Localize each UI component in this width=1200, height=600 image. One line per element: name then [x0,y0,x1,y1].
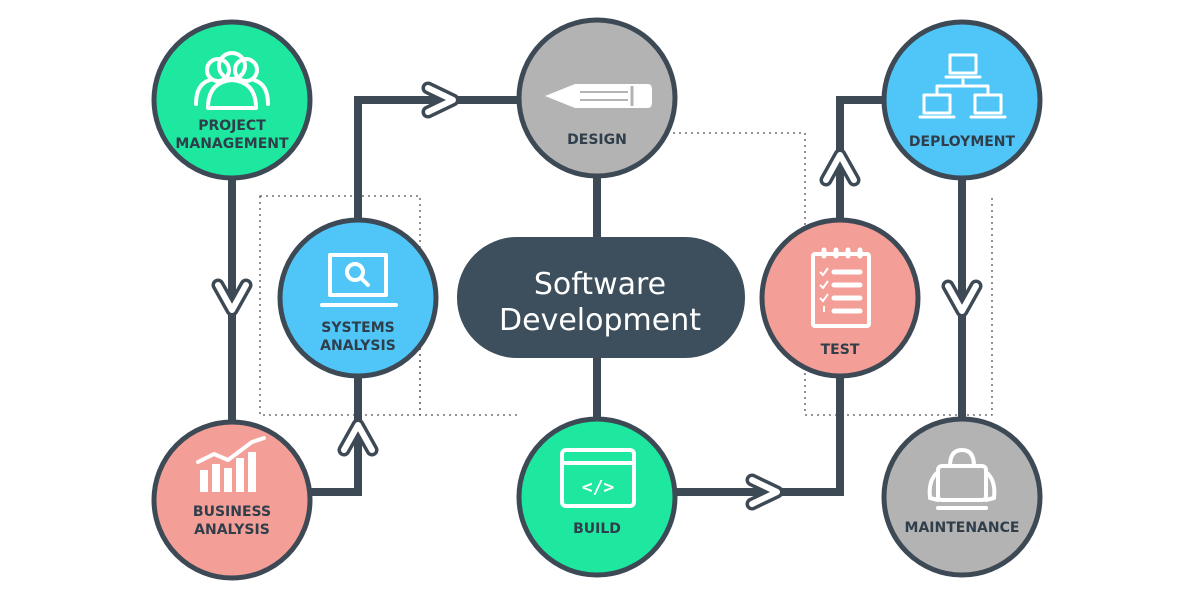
laptop-search-icon [320,253,398,307]
code-glyph: </> [582,477,615,498]
connector-build-test [674,376,844,496]
network-icon [918,53,1007,119]
toolbox-icon [927,448,997,510]
chevron-up-icon [337,418,379,457]
center-title-line-2: Development [499,303,701,338]
chevron-up-icon [819,148,861,187]
node-label: SYSTEMS [321,320,394,336]
code-window-icon: </> [560,448,636,508]
node-label: TEST [821,342,860,358]
node-label: MAINTENANCE [905,520,1020,536]
connector-test-deploy [836,96,886,220]
node-project-management: PROJECT MANAGEMENT [151,19,313,181]
node-build: </> BUILD [516,416,678,578]
node-deployment: DEPLOYMENT [881,19,1043,181]
chevron-right-icon [745,473,784,511]
node-label: MANAGEMENT [175,136,289,152]
node-label: DEPLOYMENT [909,134,1016,150]
node-test: TEST [759,217,921,379]
chevron-down-icon [941,279,983,318]
node-label: DESIGN [567,132,627,148]
node-label: BUSINESS [193,504,271,520]
pencil-icon [545,84,652,108]
node-label: ANALYSIS [320,338,396,354]
connector-sa-design [354,96,520,220]
dotted-guides [259,132,993,416]
bar-chart-icon [196,436,266,492]
chevron-right-icon [421,81,460,119]
connector-ba-sa [308,376,362,496]
node-label: ANALYSIS [194,522,270,538]
users-icon [194,51,270,110]
chevron-down-icon [211,278,253,317]
checklist-icon [811,247,871,328]
node-design: DESIGN [516,17,678,179]
node-business-analysis: BUSINESS ANALYSIS [151,419,313,581]
node-label: BUILD [573,521,621,537]
center-title: Software Development [457,237,745,358]
node-maintenance: MAINTENANCE [881,416,1043,578]
node-systems-analysis: SYSTEMS ANALYSIS [277,217,439,379]
node-label: PROJECT [198,118,266,134]
center-title-line-1: Software [534,267,666,302]
